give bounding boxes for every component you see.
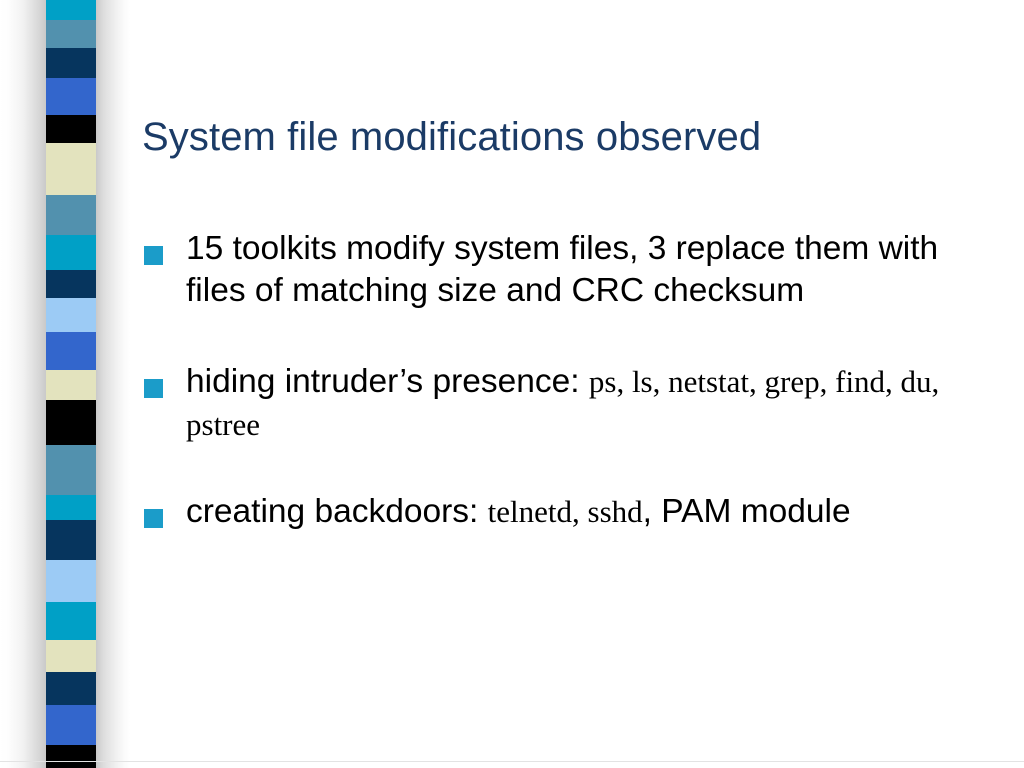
square-bullet-icon <box>144 246 163 265</box>
bullet-item-1: 15 toolkits modify system files, 3 repla… <box>142 228 1004 312</box>
square-bullet-icon <box>144 508 163 528</box>
left-stripe-column <box>0 0 130 768</box>
bullet-item-2-text: hiding intruder’s presence: ps, ls, nets… <box>186 361 1004 445</box>
bullet-run-sans: creating backdoors: <box>186 492 488 530</box>
bullet-run-serif: ps, ls, netstat, grep, find, du, pstree <box>186 364 940 442</box>
stripe-right-shadow <box>96 0 130 768</box>
bullet-run-sans: 15 toolkits modify system files, 3 repla… <box>186 230 939 310</box>
bullet-run-sans: hiding intruder’s presence: <box>186 363 589 401</box>
bullet-item-3: creating backdoors: telnetd, sshd, PAM m… <box>142 491 1004 533</box>
slide-title: System file modifications observed <box>142 114 762 159</box>
slide-body: 15 toolkits modify system files, 3 repla… <box>142 228 1004 533</box>
slide-baseline-rule <box>0 761 1024 762</box>
bullet-run-serif: telnetd, sshd <box>487 493 643 529</box>
bullet-item-2: hiding intruder’s presence: ps, ls, nets… <box>142 361 1004 445</box>
bullet-item-3-text: creating backdoors: telnetd, sshd, PAM m… <box>186 491 1004 533</box>
bullet-item-1-text: 15 toolkits modify system files, 3 repla… <box>186 228 1004 312</box>
square-bullet-icon <box>144 379 163 399</box>
bullet-run-sans: , PAM module <box>642 492 851 530</box>
stripe-left-shadow <box>0 0 46 768</box>
